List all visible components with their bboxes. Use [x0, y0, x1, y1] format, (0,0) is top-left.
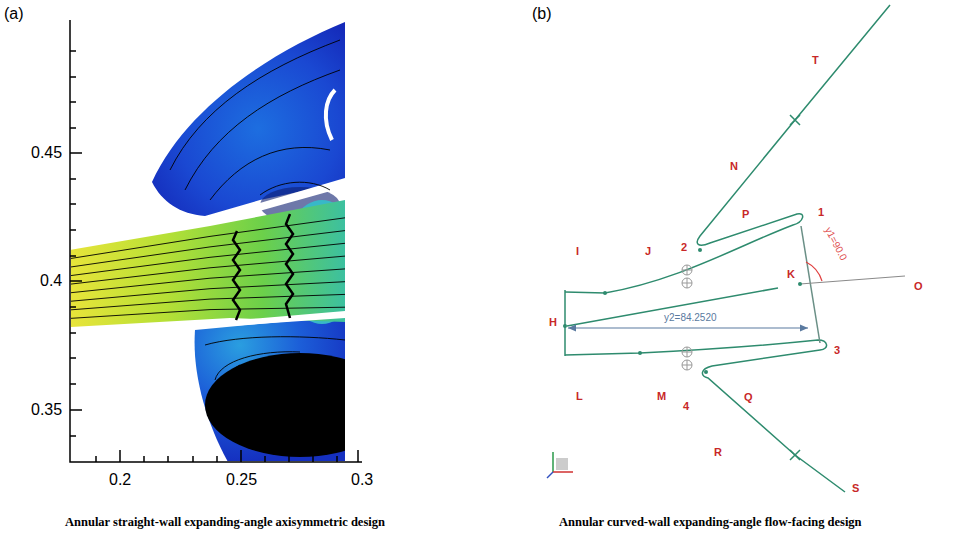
point-label: P: [742, 208, 749, 221]
point-label: R: [714, 446, 722, 459]
point-label: Q: [744, 391, 753, 404]
point-markers: [790, 115, 800, 460]
point-label: H: [549, 316, 557, 329]
angle-dimension: y1=90.0: [822, 225, 849, 262]
geometry-sketch: [565, 5, 890, 492]
point-label: S: [852, 482, 859, 495]
point-label: N: [730, 160, 738, 173]
point-label: M: [657, 390, 666, 403]
cfd-plot: [71, 22, 345, 461]
point-label: J: [645, 245, 651, 258]
point-label: L: [576, 390, 583, 403]
reference-line: [800, 276, 905, 284]
point-label: 3: [834, 344, 840, 357]
axis-triad-icon: [547, 452, 573, 478]
panel-tag: (b): [532, 5, 552, 23]
tick-label: 0.2: [109, 471, 131, 489]
panel-caption: Annular curved-wall expanding-angle flow…: [559, 515, 862, 529]
panel-caption: Annular straight-wall expanding-angle ax…: [65, 515, 385, 529]
tick-label: 0.45: [31, 144, 62, 162]
tick-label: 0.35: [31, 401, 62, 419]
angle-arc: [806, 262, 822, 281]
dimension-line: [568, 327, 808, 328]
point-label: I: [576, 245, 579, 258]
tick-label: 0.4: [40, 272, 62, 290]
point-label: 4: [683, 400, 689, 413]
panel-tag: (a): [4, 5, 24, 23]
tick-label: 0.25: [226, 471, 257, 489]
point-label: 1: [818, 206, 824, 219]
point-label: T: [812, 54, 819, 67]
point-label: K: [787, 268, 795, 281]
point-label: 2: [681, 241, 687, 254]
point-label: O: [914, 280, 923, 293]
vertex-dots: [563, 248, 802, 374]
plot-axes: [70, 20, 362, 462]
tick-label: 0.3: [351, 471, 373, 489]
length-dimension: y2=84.2520: [664, 312, 717, 324]
